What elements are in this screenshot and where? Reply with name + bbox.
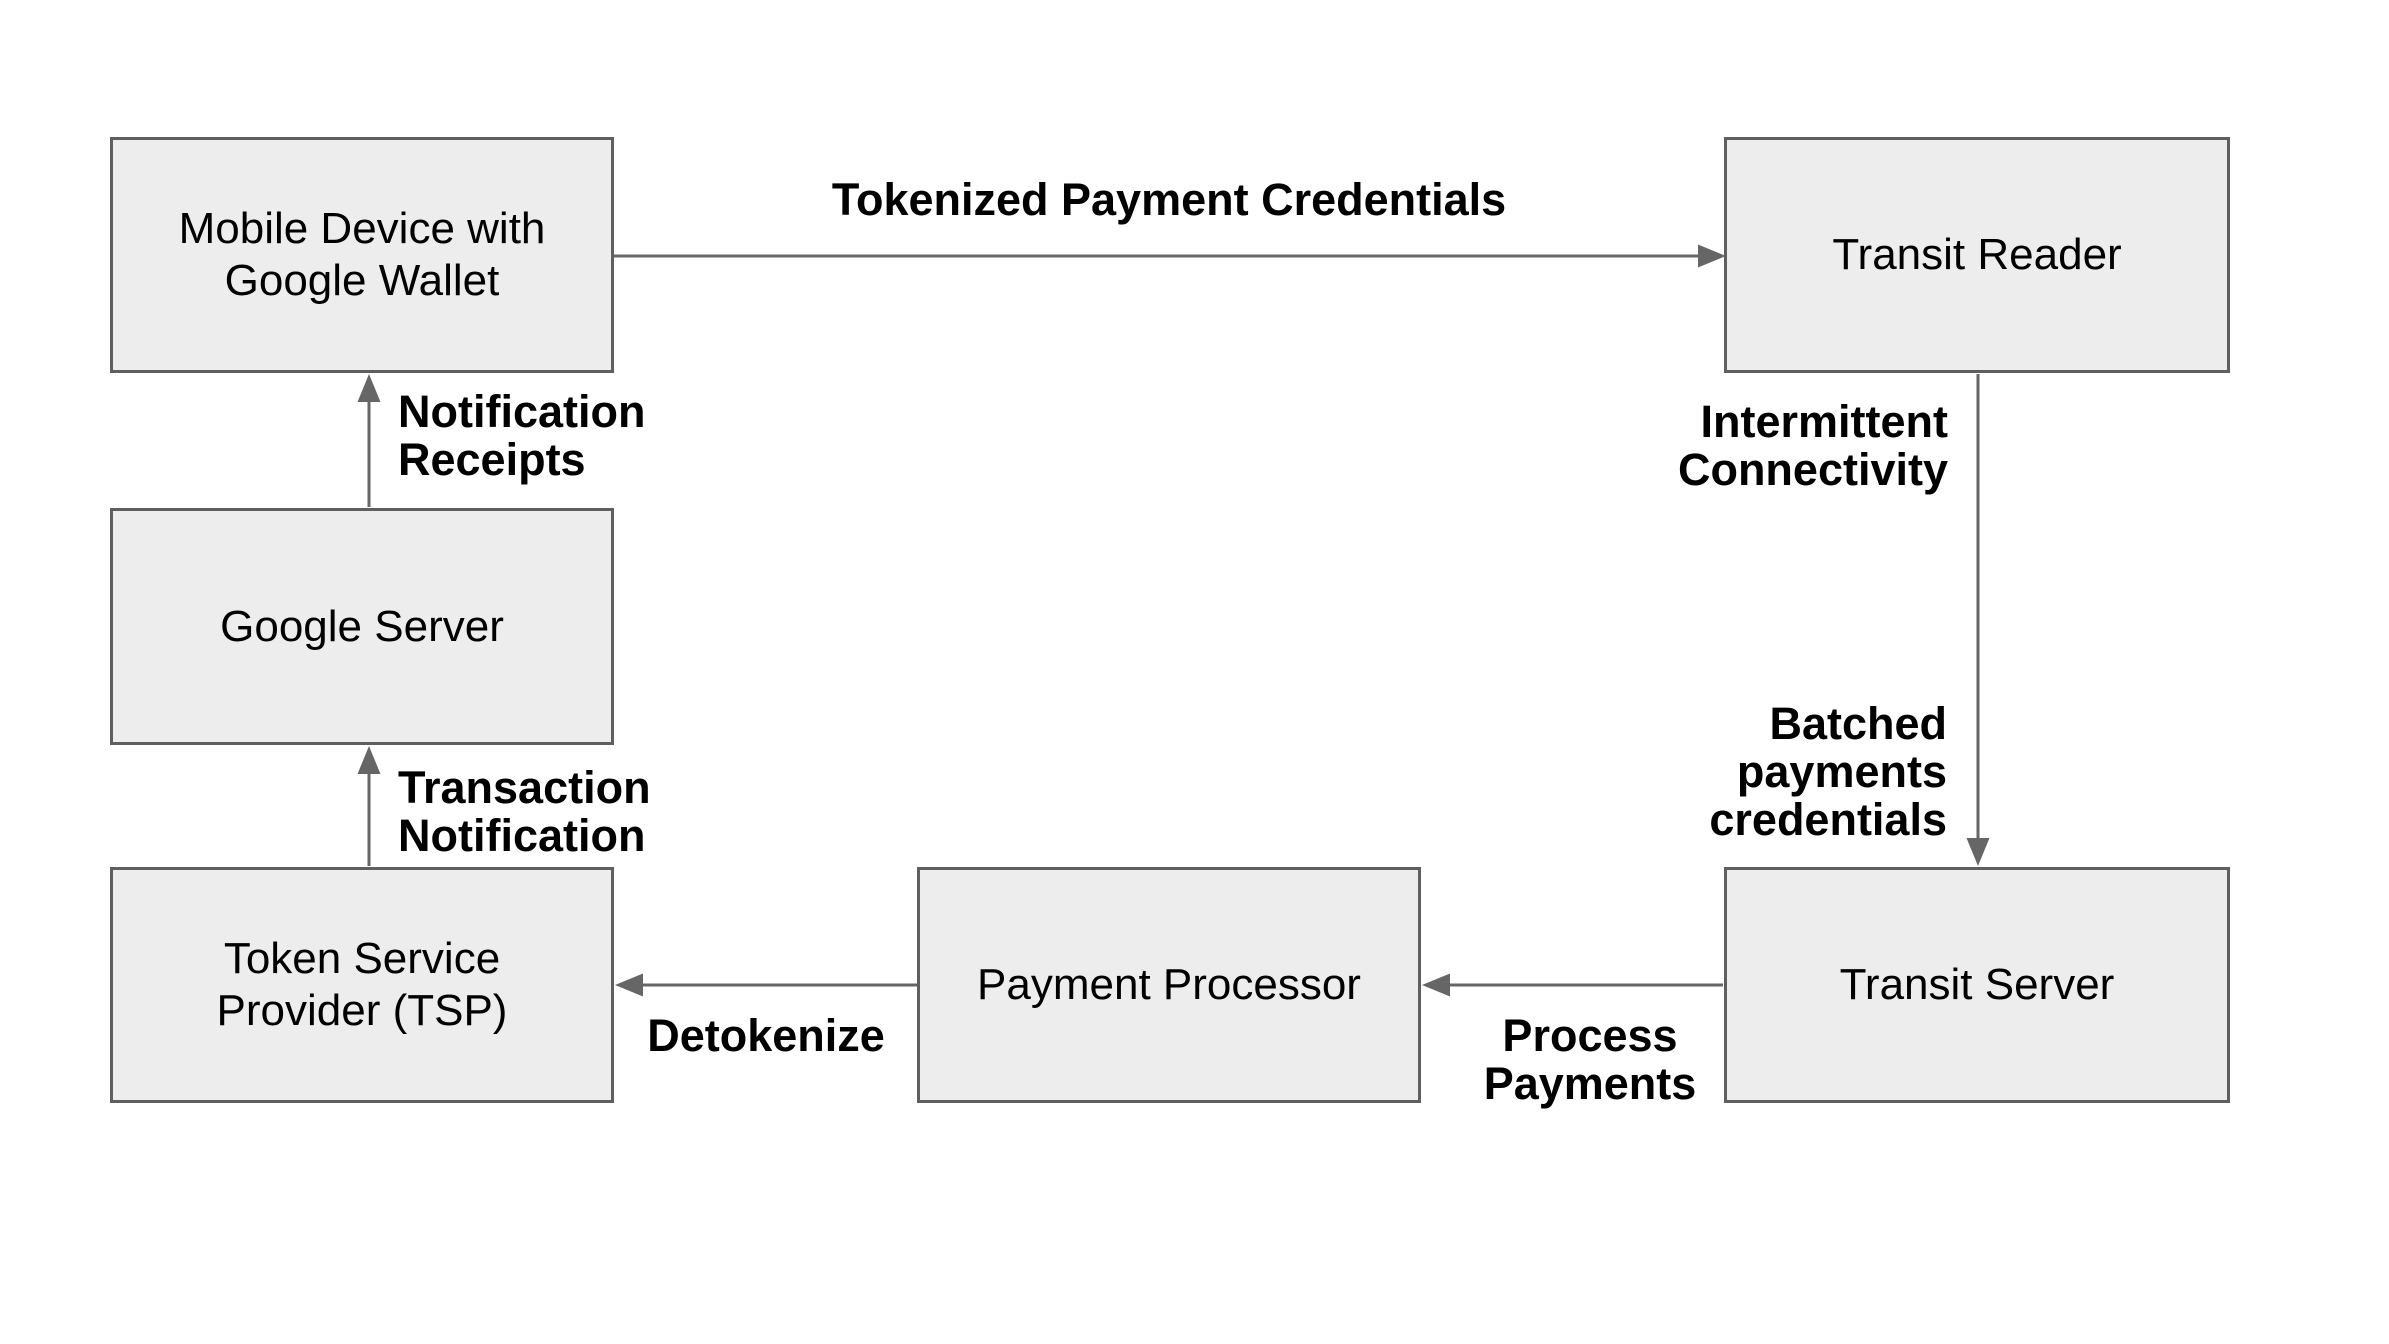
node-label: Token Service Provider (TSP): [216, 934, 508, 1035]
edge-process-payments-arrowhead-icon: [1422, 973, 1450, 997]
node-mobile-device: Mobile Device with Google Wallet: [110, 137, 614, 373]
edge-label-transaction-notification: Transaction Notification: [398, 762, 651, 861]
edge-tokenized-arrowhead-icon: [1698, 244, 1726, 268]
node-transit-reader: Transit Reader: [1724, 137, 2230, 373]
node-label: Transit Server: [1839, 960, 2115, 1009]
node-label: Mobile Device with Google Wallet: [178, 204, 546, 305]
edge-batched-arrowhead-icon: [1966, 838, 1990, 866]
node-payment-processor: Payment Processor: [917, 867, 1421, 1103]
edge-label-tokenized-payment-credentials: Tokenized Payment Credentials: [831, 174, 1507, 225]
edge-detokenize-arrowhead-icon: [615, 973, 643, 997]
node-transit-server: Transit Server: [1724, 867, 2230, 1103]
edge-label-notification-receipts: Notification Receipts: [398, 386, 646, 485]
node-token-service-provider: Token Service Provider (TSP): [110, 867, 614, 1103]
edge-label-batched-payments-credentials: Batched payments credentials: [1709, 698, 1947, 845]
node-label: Google Server: [220, 601, 504, 651]
node-label: Transit Reader: [1832, 230, 2122, 279]
edge-label-intermittent-connectivity: Intermittent Connectivity: [1677, 396, 1948, 495]
node-google-server: Google Server: [110, 508, 614, 745]
edge-transaction-notification-arrowhead-icon: [357, 746, 381, 774]
edge-label-process-payments: Process Payments: [1483, 1010, 1697, 1109]
node-label: Payment Processor: [977, 960, 1361, 1009]
edge-label-detokenize: Detokenize: [647, 1010, 885, 1061]
edge-notification-receipts-arrowhead-icon: [357, 374, 381, 402]
